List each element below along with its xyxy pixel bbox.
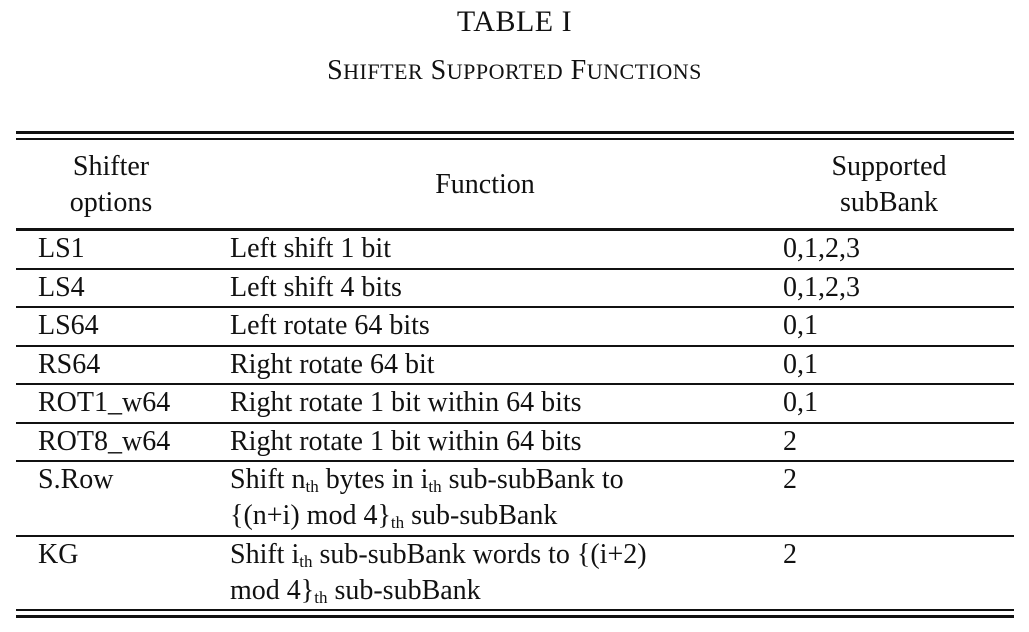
row-4-function: Right rotate 64 bit	[230, 349, 435, 380]
header-shifter-line1: Shifter	[72, 151, 150, 182]
row-7-fn-b: bytes in i	[318, 464, 429, 495]
row-8-fn-a: Shift i	[230, 539, 300, 570]
row-8-function-line1: Shift ith sub-subBank words to {(i+2)	[230, 537, 647, 573]
row-6-function: Right rotate 1 bit within 64 bits	[230, 426, 582, 457]
row-4-subbank: 0,1	[783, 349, 818, 380]
table-caption-label: TABLE I	[456, 5, 573, 38]
row-7-function: Shift nth bytes in ith sub-subBank to {(…	[230, 462, 624, 534]
row-4-option: RS64	[38, 349, 101, 380]
row-7-function-line1: Shift nth bytes in ith sub-subBank to	[230, 462, 624, 498]
row-8-subbank: 2	[783, 539, 797, 570]
row-8-fn-c: mod 4}	[230, 575, 315, 606]
row-8-function: Shift ith sub-subBank words to {(i+2) mo…	[230, 537, 647, 609]
row-divider-5	[16, 422, 1014, 424]
row-5-subbank: 0,1	[783, 387, 818, 418]
row-8-fn-a-sub: th	[299, 552, 313, 571]
table-caption-title: SHIFTER SUPPORTED FUNCTIONS	[0, 54, 1029, 89]
header-bottom-rule	[16, 228, 1014, 231]
table-top-rule-inner	[16, 138, 1014, 140]
row-7-fn-e: sub-subBank	[404, 500, 558, 531]
row-5-function: Right rotate 1 bit within 64 bits	[230, 387, 582, 418]
row-7-fn-d: {(n+i) mod 4}	[230, 500, 391, 531]
caption-word-1-initial: S	[327, 55, 344, 86]
header-shifter-options: Shifter options	[26, 149, 196, 221]
caption-word-2-initial: S	[430, 55, 447, 86]
row-7-fn-b-sub: th	[428, 477, 442, 496]
row-3-function: Left rotate 64 bits	[230, 310, 430, 341]
caption-word-2-rest: UPPORTED	[446, 59, 564, 84]
row-1-option: LS1	[38, 233, 85, 264]
row-2-option: LS4	[38, 272, 85, 303]
table-top-rule-outer	[16, 131, 1014, 134]
row-6-subbank: 2	[783, 426, 797, 457]
row-1-subbank: 0,1,2,3	[783, 233, 860, 264]
row-7-fn-c: sub-subBank to	[441, 464, 624, 495]
row-8-fn-d: sub-subBank	[327, 575, 481, 606]
row-divider-2	[16, 306, 1014, 308]
table-bottom-rule-outer	[16, 615, 1014, 618]
row-7-fn-a: Shift n	[230, 464, 306, 495]
header-subbank-line1: Supported	[831, 151, 947, 182]
row-8-option: KG	[38, 539, 79, 570]
row-divider-4	[16, 383, 1014, 385]
header-supported-subbank: Supported subBank	[784, 149, 994, 221]
row-8-fn-c-sub: th	[314, 588, 328, 607]
caption-word-3-initial: F	[570, 55, 587, 86]
row-5-option: ROT1_w64	[38, 387, 171, 418]
row-7-fn-d-sub: th	[390, 513, 405, 532]
row-1-function: Left shift 1 bit	[230, 233, 391, 264]
row-divider-7	[16, 535, 1014, 537]
row-divider-3	[16, 345, 1014, 347]
row-8-fn-b: sub-subBank words to {(i+2)	[312, 539, 647, 570]
row-2-function: Left shift 4 bits	[230, 272, 402, 303]
row-3-option: LS64	[38, 310, 99, 341]
header-shifter-line2: options	[69, 187, 153, 218]
row-3-subbank: 0,1	[783, 310, 818, 341]
row-divider-1	[16, 268, 1014, 270]
caption-word-3-rest: UNCTIONS	[586, 59, 702, 84]
row-2-subbank: 0,1,2,3	[783, 272, 860, 303]
row-8-function-line2: mod 4}th sub-subBank	[230, 573, 647, 609]
row-7-subbank: 2	[783, 464, 797, 495]
row-divider-6	[16, 460, 1014, 462]
caption-word-1-rest: HIFTER	[343, 59, 424, 84]
row-6-option: ROT8_w64	[38, 426, 171, 457]
row-7-option: S.Row	[38, 464, 114, 495]
table-bottom-rule-inner	[16, 609, 1014, 611]
header-subbank-line2: subBank	[840, 187, 938, 218]
header-function: Function	[435, 169, 535, 200]
row-7-fn-a-sub: th	[305, 477, 319, 496]
row-7-function-line2: {(n+i) mod 4}th sub-subBank	[230, 498, 624, 534]
